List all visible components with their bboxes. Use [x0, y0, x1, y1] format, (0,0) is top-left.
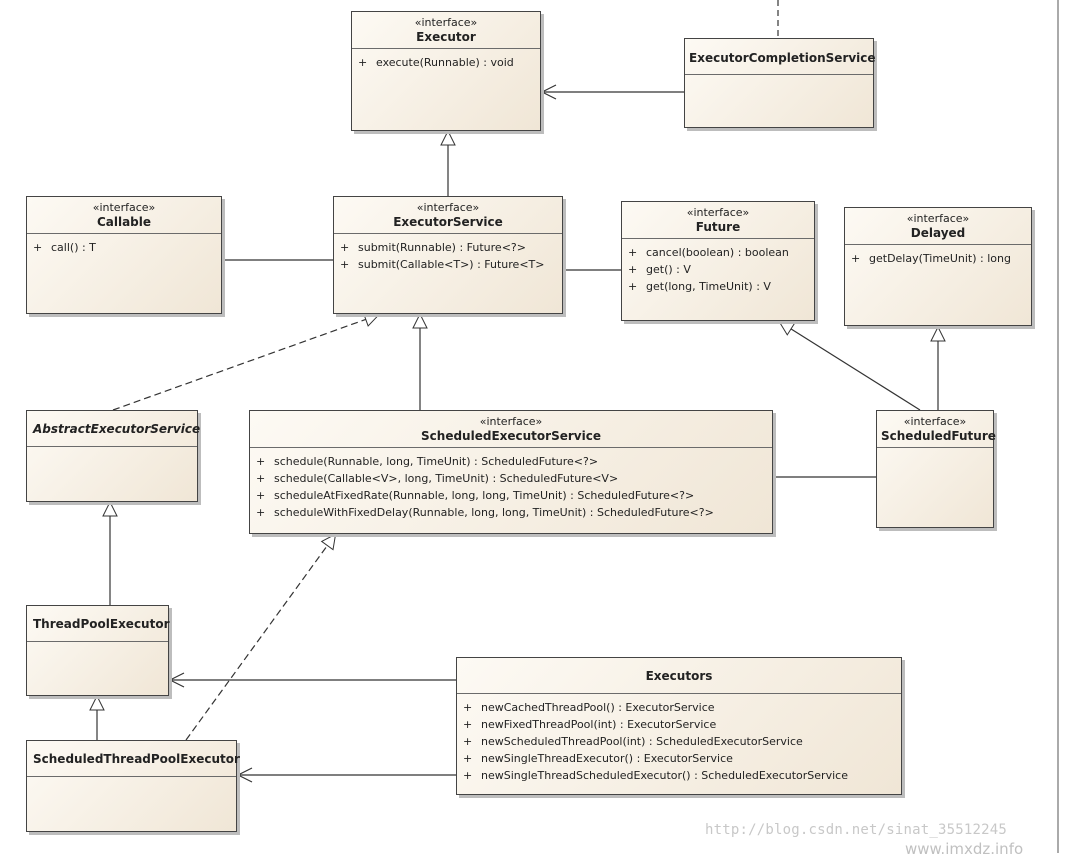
- operation: +get() : V: [628, 263, 691, 276]
- class-header: «interface» ScheduledExecutorService: [250, 411, 772, 448]
- class-header: «interface» Future: [622, 202, 814, 239]
- class-name: ThreadPoolExecutor: [33, 617, 170, 631]
- stereotype-label: «interface»: [416, 201, 480, 214]
- class-header: «interface» Callable: [27, 197, 221, 234]
- operation: +submit(Callable<T>) : Future<T>: [340, 258, 545, 271]
- edge-abstractexecutorservice-executorservice: [112, 315, 378, 411]
- operations-list: +newCachedThreadPool() : ExecutorService…: [457, 694, 901, 789]
- operation: +newCachedThreadPool() : ExecutorService: [463, 701, 715, 714]
- class-name: Executors: [645, 669, 713, 683]
- class-header: ExecutorCompletionService: [685, 39, 876, 75]
- operation: +cancel(boolean) : boolean: [628, 246, 789, 259]
- operation: +getDelay(TimeUnit) : long: [851, 252, 1011, 265]
- operations-list: +call() : T: [27, 234, 221, 261]
- class-header: AbstractExecutorService: [27, 411, 201, 447]
- class-name: AbstractExecutorService: [33, 422, 201, 436]
- class-name: Callable: [96, 215, 152, 229]
- operation: +call() : T: [33, 241, 96, 254]
- class-scheduled-thread-pool-executor[interactable]: ScheduledThreadPoolExecutor: [26, 740, 240, 832]
- class-callable[interactable]: «interface» Callable +call() : T: [26, 196, 222, 314]
- watermark-site: www.imxdz.info: [905, 840, 1024, 858]
- class-header: ScheduledThreadPoolExecutor: [27, 741, 240, 777]
- class-name: Executor: [416, 30, 476, 44]
- operation: +schedule(Runnable, long, TimeUnit) : Sc…: [256, 455, 599, 468]
- class-name: ExecutorService: [393, 215, 503, 229]
- edge-scheduledfuture-future: [780, 322, 921, 411]
- class-header: «interface» Executor: [352, 12, 540, 49]
- operation: +newSingleThreadScheduledExecutor() : Sc…: [463, 769, 848, 782]
- class-name: ScheduledFuture: [881, 429, 996, 443]
- watermark-url: http://blog.csdn.net/sinat_35512245: [705, 822, 1008, 838]
- class-header: Executors: [457, 658, 901, 694]
- operations-list: +cancel(boolean) : boolean +get() : V +g…: [622, 239, 814, 300]
- class-name: Future: [695, 220, 741, 234]
- operation: +schedule(Callable<V>, long, TimeUnit) :…: [256, 472, 619, 485]
- class-executor-service[interactable]: «interface» ExecutorService +submit(Runn…: [333, 196, 563, 314]
- operation: +scheduleAtFixedRate(Runnable, long, lon…: [256, 489, 695, 502]
- operation: +execute(Runnable) : void: [358, 56, 514, 69]
- stereotype-label: «interface»: [906, 212, 970, 225]
- class-name: ScheduledThreadPoolExecutor: [33, 752, 240, 766]
- class-executors[interactable]: Executors +newCachedThreadPool() : Execu…: [456, 657, 902, 795]
- operation: +newSingleThreadExecutor() : ExecutorSer…: [463, 752, 733, 765]
- stereotype-label: «interface»: [686, 206, 750, 219]
- class-header: «interface» ScheduledFuture: [877, 411, 996, 448]
- class-executor-completion-service[interactable]: ExecutorCompletionService: [684, 38, 876, 128]
- class-header: ThreadPoolExecutor: [27, 606, 170, 642]
- class-future[interactable]: «interface» Future +cancel(boolean) : bo…: [621, 201, 815, 321]
- class-thread-pool-executor[interactable]: ThreadPoolExecutor: [26, 605, 170, 696]
- class-header: «interface» Delayed: [845, 208, 1031, 245]
- operation: +newScheduledThreadPool(int) : Scheduled…: [463, 735, 803, 748]
- class-name: ScheduledExecutorService: [421, 429, 601, 443]
- class-scheduled-future[interactable]: «interface» ScheduledFuture: [876, 410, 996, 528]
- stereotype-label: «interface»: [92, 201, 156, 214]
- stereotype-label: «interface»: [903, 415, 967, 428]
- class-executor[interactable]: «interface» Executor +execute(Runnable) …: [351, 11, 541, 131]
- operation: +newFixedThreadPool(int) : ExecutorServi…: [463, 718, 717, 731]
- operations-list: +execute(Runnable) : void: [352, 49, 540, 76]
- edge-scheduledthreadpoolexecutor-scheduledexecutorservice: [185, 535, 335, 741]
- operation: +get(long, TimeUnit) : V: [628, 280, 771, 293]
- operation: +submit(Runnable) : Future<?>: [340, 241, 526, 254]
- operations-list: +getDelay(TimeUnit) : long: [845, 245, 1031, 272]
- operations-list: +schedule(Runnable, long, TimeUnit) : Sc…: [250, 448, 772, 526]
- class-name: ExecutorCompletionService: [689, 51, 876, 65]
- stereotype-label: «interface»: [414, 16, 478, 29]
- operation: +scheduleWithFixedDelay(Runnable, long, …: [256, 506, 714, 519]
- class-header: «interface» ExecutorService: [334, 197, 562, 234]
- operations-list: +submit(Runnable) : Future<?> +submit(Ca…: [334, 234, 562, 278]
- stereotype-label: «interface»: [479, 415, 543, 428]
- class-abstract-executor-service[interactable]: AbstractExecutorService: [26, 410, 201, 502]
- class-scheduled-executor-service[interactable]: «interface» ScheduledExecutorService +sc…: [249, 410, 773, 534]
- class-name: Delayed: [910, 226, 966, 240]
- class-delayed[interactable]: «interface» Delayed +getDelay(TimeUnit) …: [844, 207, 1032, 326]
